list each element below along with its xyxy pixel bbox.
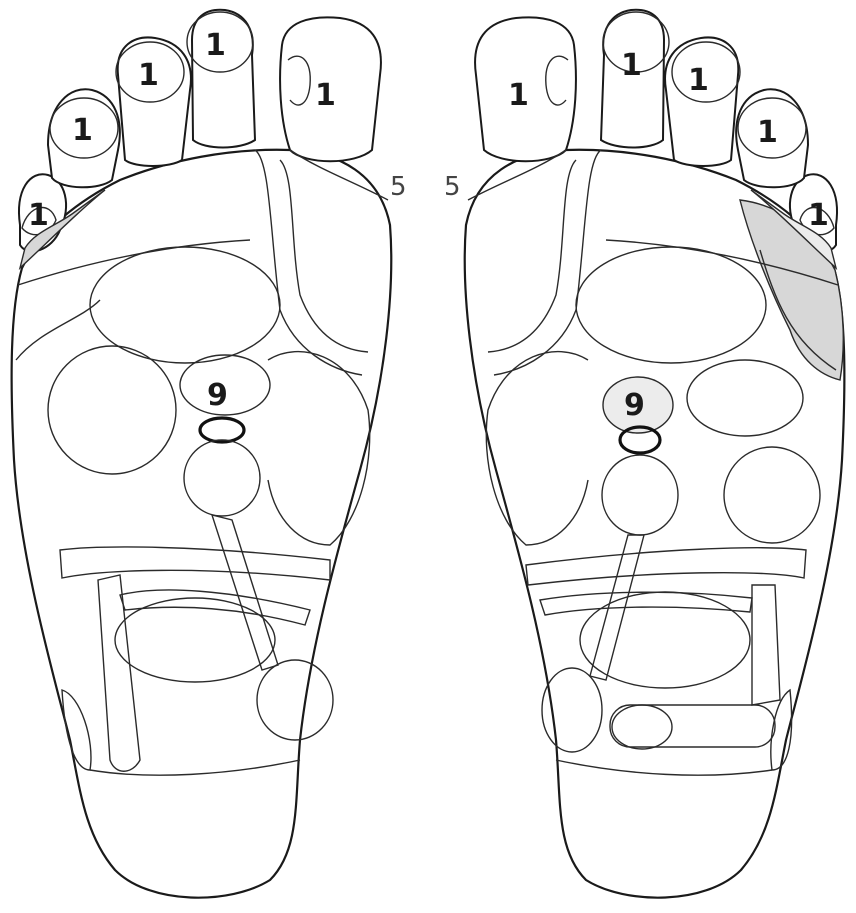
left-label-center: 9 [207,378,228,413]
right-label-center: 9 [624,388,645,423]
left-label-big-toe: 1 [315,78,336,113]
left-shoulder-arc [255,150,362,375]
left-label-toe-5: 1 [28,198,49,233]
left-label-toe-4: 1 [72,113,93,148]
left-bladder [257,660,333,740]
right-shoulder-arc [494,150,601,375]
left-label-toe-3: 1 [138,58,159,93]
left-heel-line [90,760,300,775]
left-intestine-zone [115,598,275,682]
right-intestine-zone [580,592,750,688]
left-colon-down [98,575,140,771]
right-spleen-zone [687,360,803,436]
left-kidney [184,440,260,516]
left-colon-cross [120,590,310,625]
left-solar-plexus-ring [200,418,244,442]
left-label-toe-2: 1 [205,28,226,63]
right-colon-up [752,585,780,705]
left-ureter [212,515,278,670]
left-stomach-zone [268,352,370,545]
labels: 1 1 1 1 1 5 9 1 1 1 1 1 5 9 [28,28,829,423]
right-rectum [612,705,672,749]
right-bladder [542,668,602,752]
left-colon-band [60,547,330,580]
left-foot [12,10,392,898]
left-liver-circle [48,346,176,474]
right-lung-zone [576,247,766,363]
right-label-toe-2: 1 [621,48,642,83]
left-heel-left [62,690,91,770]
left-shoulder-arc-inner [280,160,368,352]
right-shoulder-arc-inner [488,160,576,352]
right-heel-line [556,760,772,775]
right-foot [465,10,845,898]
right-label-side: 5 [444,172,461,202]
right-stomach-zone [486,352,588,545]
right-label-toe-5: 1 [808,198,829,233]
right-label-big-toe: 1 [508,78,529,113]
left-label-side: 5 [390,172,407,202]
right-sigmoid [610,705,775,747]
left-sole-outline [12,150,392,898]
right-kidney [602,455,678,535]
left-lung-zone [90,247,280,363]
right-label-toe-4: 1 [757,115,778,150]
right-colon-circle [724,447,820,543]
right-label-toe-3: 1 [688,63,709,98]
left-ball-line [18,240,250,285]
right-colon-band [526,548,806,585]
